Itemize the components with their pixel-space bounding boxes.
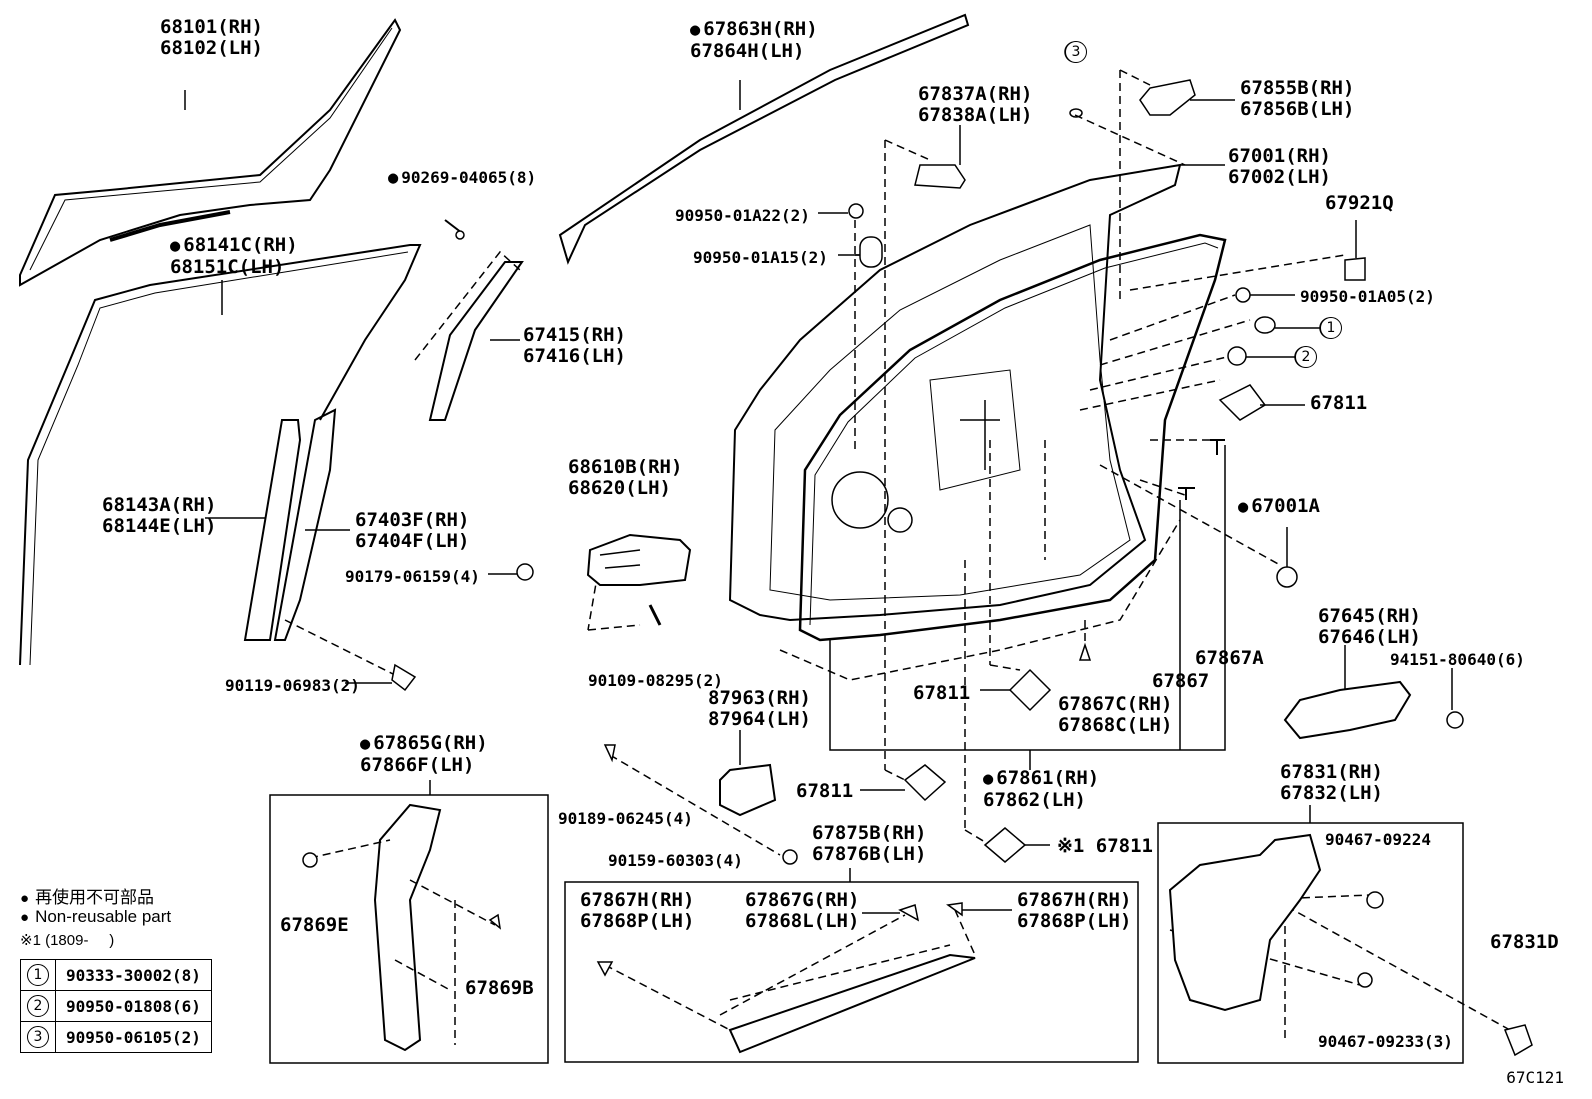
label-90950-01a22: 90950-01A22(2)	[675, 206, 810, 225]
label-90159: 90159-60303(4)	[608, 851, 743, 870]
label-67811-c: 67811	[1310, 392, 1368, 414]
label-68143: 68143A(RH) 68144E(LH)	[102, 494, 217, 537]
legend-row: 1 90333-30002(8)	[20, 959, 212, 991]
channel-strip	[273, 408, 417, 692]
label-90950-01a05: 90950-01A05(2)	[1300, 287, 1435, 306]
label-67921q: 67921Q	[1325, 192, 1394, 214]
label-90179: 90179-06159(4)	[345, 567, 480, 586]
label-67831: 67831(RH) 67832(LH)	[1280, 761, 1383, 804]
legend-row: 2 90950-01808(6)	[20, 990, 212, 1022]
diagram-reference: 67C121	[1506, 1068, 1564, 1087]
label-67865: 67865G(RH) 67866F(LH)	[360, 733, 488, 776]
label-68610: 68610B(RH) 68620(LH)	[568, 456, 683, 499]
label-90189: 90189-06245(4)	[558, 809, 693, 828]
box-67865	[269, 794, 549, 1064]
hinge	[488, 533, 692, 626]
label-67415: 67415(RH) 67416(LH)	[523, 324, 626, 367]
label-67811-b: 67811	[796, 780, 854, 802]
bracket	[1283, 645, 1464, 740]
label-67001: 67001(RH) 67002(LH)	[1228, 145, 1331, 188]
label-67837: 67837A(RH) 67838A(LH)	[918, 83, 1033, 126]
legend-jp: ●再使用不可部品	[20, 888, 155, 907]
label-67867h-left: 67867H(RH) 67868P(LH)	[580, 889, 695, 932]
label-90109: 90109-08295(2)	[588, 671, 723, 690]
drip-moulding	[558, 13, 970, 265]
label-90950-01a15: 90950-01A15(2)	[693, 248, 828, 267]
callout-2: 2	[1295, 346, 1317, 368]
weatherstrip	[798, 233, 1227, 642]
label-90119: 90119-06983(2)	[225, 676, 360, 695]
label-90269: 90269-04065(8)	[388, 167, 536, 189]
legend-en: ●Non-reusable part	[20, 907, 172, 926]
label-90467-09233: 90467-09233(3)	[1318, 1032, 1453, 1051]
label-90467-09224: 90467-09224	[1325, 830, 1431, 849]
label-67875: 67875B(RH) 67876B(LH)	[812, 822, 927, 865]
label-67001a: 67001A	[1238, 496, 1320, 518]
glass-run-channel	[19, 244, 422, 666]
legend-note: ※1 (1809- )	[20, 932, 115, 949]
label-67855: 67855B(RH) 67856B(LH)	[1240, 77, 1355, 120]
label-68101: 68101(RH) 68102(LH)	[160, 16, 263, 59]
belt-moulding	[596, 902, 1012, 1054]
legend-row: 3 90950-06105(2)	[20, 1021, 212, 1053]
label-67831d: 67831D	[1490, 931, 1559, 953]
door-lock	[1168, 833, 1533, 1057]
label-67403: 67403F(RH) 67404F(LH)	[355, 509, 470, 552]
label-68141: 68141C(RH) 68151C(LH)	[170, 235, 298, 278]
division-bar	[205, 419, 302, 641]
label-67867c: 67867C(RH) 67868C(LH)	[1058, 693, 1173, 736]
label-67867h-right: 67867H(RH) 67868P(LH)	[1017, 889, 1132, 932]
label-67811-d: ※1 67811	[1057, 835, 1153, 857]
label-67863: 67863H(RH) 67864H(LH)	[690, 19, 818, 62]
callout-1: 1	[1320, 317, 1342, 339]
label-94151: 94151-80640(6)	[1390, 650, 1525, 669]
box-67875	[564, 881, 1139, 1063]
label-67869b: 67869B	[465, 977, 534, 999]
label-67867: 67867	[1152, 670, 1210, 692]
label-67811-a: 67811	[913, 682, 971, 704]
garnish-67865	[302, 803, 502, 1052]
frame-moulding	[414, 219, 524, 421]
label-67861: 67861(RH) 67862(LH)	[983, 768, 1099, 811]
door-panel	[728, 163, 1182, 622]
label-67867a: 67867A	[1195, 647, 1264, 669]
callout-3: 3	[1065, 41, 1087, 63]
label-67867g: 67867G(RH) 67868L(LH)	[745, 889, 860, 932]
label-87963: 87963(RH) 87964(LH)	[708, 687, 811, 730]
small-parts	[848, 79, 1366, 863]
label-67869e: 67869E	[280, 914, 349, 936]
label-67645: 67645(RH) 67646(LH)	[1318, 605, 1421, 648]
door-glass	[19, 18, 402, 287]
legend-table: 1 90333-30002(8) 2 90950-01808(6) 3 9095…	[20, 959, 212, 1053]
door-check	[603, 730, 798, 865]
